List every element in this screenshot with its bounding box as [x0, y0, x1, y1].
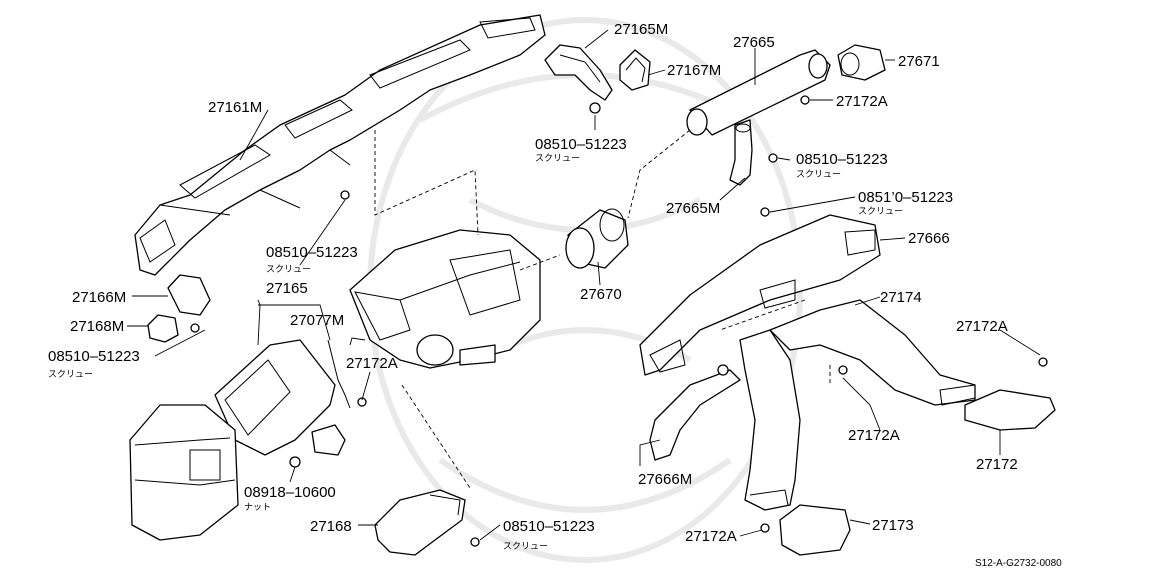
label-27161M: 27161M	[208, 99, 262, 116]
label-screw-right2: 0851’0–51223	[858, 189, 953, 206]
label-27172A-right: 27172A	[956, 318, 1008, 335]
label-screw-left-low: 08510–51223	[48, 348, 140, 365]
label-27172A-bottom: 27172A	[685, 528, 737, 545]
label-27173: 27173	[872, 517, 914, 534]
label-27077M: 27077M	[290, 312, 344, 329]
label-27165M: 27165M	[614, 21, 668, 38]
label-27666: 27666	[908, 230, 950, 247]
label-screw-top-mid: 08510–51223	[535, 136, 627, 153]
label-screw-left-low-sub: スクリュー	[48, 369, 93, 380]
resistor-27077M	[311, 339, 351, 456]
duct-27165M	[544, 44, 613, 101]
diagram-code: S12-A-G2732-0080	[975, 558, 1062, 569]
label-27165: 27165	[266, 280, 308, 297]
label-screw-bottom-sub: スクリュー	[503, 541, 548, 552]
label-27172A-top: 27172A	[836, 93, 888, 110]
label-nut-sub: ナット	[244, 502, 271, 513]
outlet-27671	[837, 44, 886, 81]
assembly-lines	[374, 129, 831, 489]
label-screw-left-mid: 08510–51223	[266, 244, 358, 261]
duct-27168	[374, 489, 466, 556]
label-screw-left-mid-sub: スクリュー	[266, 264, 311, 275]
label-27670: 27670	[580, 286, 622, 303]
label-27167M: 27167M	[667, 62, 721, 79]
connector-27670	[565, 208, 629, 269]
label-27665: 27665	[733, 34, 775, 51]
grommet-27167M	[619, 49, 651, 91]
duct-27165	[214, 339, 336, 456]
elbow-27665M	[729, 119, 753, 186]
label-27168: 27168	[310, 518, 352, 535]
label-27665M: 27665M	[666, 200, 720, 217]
label-screw-top-mid-sub: スクリュー	[535, 153, 580, 164]
label-27172A-mid: 27172A	[346, 355, 398, 372]
heater-unit	[349, 229, 541, 369]
label-27172: 27172	[976, 456, 1018, 473]
label-nut: 08918–10600	[244, 484, 336, 501]
lower-center-duct	[739, 329, 801, 511]
label-27168M: 27168M	[70, 318, 124, 335]
duct-27173	[779, 504, 851, 556]
duct-27666M	[649, 369, 741, 461]
label-screw-bottom: 08510–51223	[503, 518, 595, 535]
label-27172A-lowright: 27172A	[848, 427, 900, 444]
screw-icons	[190, 95, 1048, 547]
label-screw-right1-sub: スクリュー	[796, 169, 841, 180]
label-screw-right2-sub: スクリュー	[858, 206, 903, 217]
leader-lines	[127, 29, 1041, 541]
label-27666M: 27666M	[638, 471, 692, 488]
tube-27665	[686, 49, 831, 136]
label-27174: 27174	[880, 289, 922, 306]
vent-27166M	[167, 274, 211, 316]
duct-27161M	[134, 14, 546, 276]
label-screw-right1: 08510–51223	[796, 151, 888, 168]
label-27671: 27671	[898, 53, 940, 70]
duct-27174	[769, 299, 976, 406]
duct-27172	[964, 389, 1056, 431]
pad-27168M	[147, 314, 179, 343]
blower-unit	[129, 404, 239, 541]
label-27166M: 27166M	[72, 289, 126, 306]
duct-27666	[639, 214, 881, 376]
